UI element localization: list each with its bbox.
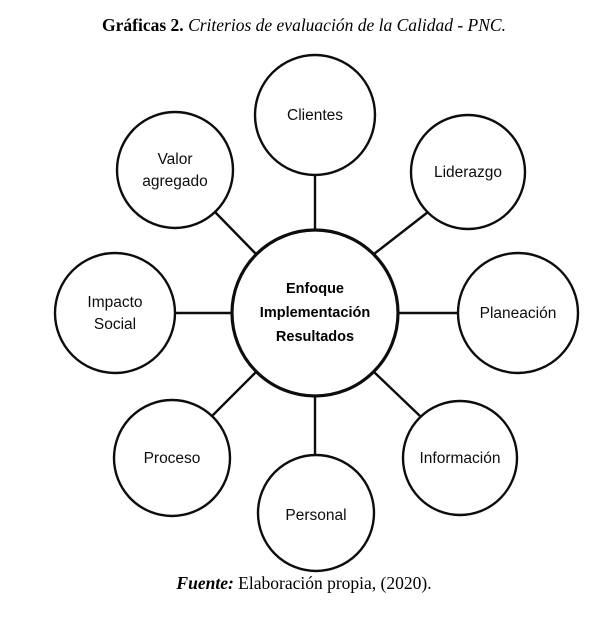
node-liderazgo-label: Liderazgo (434, 164, 502, 181)
node-valor-agregado[interactable]: Valor agregado (115, 110, 235, 230)
connector-hub-informacion (373, 371, 421, 417)
node-clientes[interactable]: Clientes (253, 53, 377, 177)
node-clientes-circle[interactable] (253, 53, 377, 177)
node-planeacion-circle[interactable] (456, 251, 580, 375)
node-planeacion[interactable]: Planeación (456, 251, 580, 375)
figure-source-text: Elaboración propia, (2020). (238, 573, 432, 593)
node-proceso-label: Proceso (144, 450, 201, 467)
connector-group (175, 176, 458, 455)
node-personal-circle[interactable] (256, 453, 376, 573)
node-impacto-social[interactable]: Impacto Social (53, 251, 177, 375)
node-impacto-social-label-line2: Social (94, 316, 136, 333)
node-liderazgo[interactable]: Liderazgo (409, 113, 527, 231)
connector-hub-proceso (211, 371, 257, 417)
node-personal-label: Personal (285, 507, 346, 524)
node-clientes-label: Clientes (287, 107, 343, 124)
node-informacion-label: Información (420, 450, 501, 467)
node-planeacion-label: Planeación (480, 305, 557, 322)
node-hub[interactable]: Enfoque Implementación Resultados (230, 228, 400, 398)
figure-title: Gráficas 2. Criterios de evaluación de l… (0, 14, 608, 36)
node-valor-agregado-label-line1: Valor (157, 151, 192, 168)
node-proceso[interactable]: Proceso (112, 398, 232, 518)
node-impacto-social-label-line1: Impacto (87, 294, 142, 311)
connector-hub-valor-agregado (214, 211, 257, 255)
figure-title-label: Gráficas 2. (102, 15, 184, 35)
figure-source: Fuente: Elaboración propia, (2020). (0, 572, 608, 594)
connector-hub-liderazgo (373, 211, 429, 255)
node-impacto-social-circle[interactable] (53, 251, 177, 375)
node-hub-label-line2: Implementación (260, 305, 370, 321)
node-personal[interactable]: Personal (256, 453, 376, 573)
node-hub-label-line1: Enfoque (286, 281, 344, 297)
node-liderazgo-circle[interactable] (409, 113, 527, 231)
node-valor-agregado-label-line2: agregado (142, 173, 208, 190)
node-informacion[interactable]: Información (401, 399, 519, 517)
node-proceso-circle[interactable] (112, 398, 232, 518)
node-informacion-circle[interactable] (401, 399, 519, 517)
figure-source-label: Fuente: (176, 573, 234, 593)
node-hub-label-line3: Resultados (276, 329, 354, 345)
figure-title-description: Criterios de evaluación de la Calidad - … (188, 15, 506, 35)
node-valor-agregado-circle[interactable] (115, 110, 235, 230)
node-hub-circle[interactable] (230, 228, 400, 398)
